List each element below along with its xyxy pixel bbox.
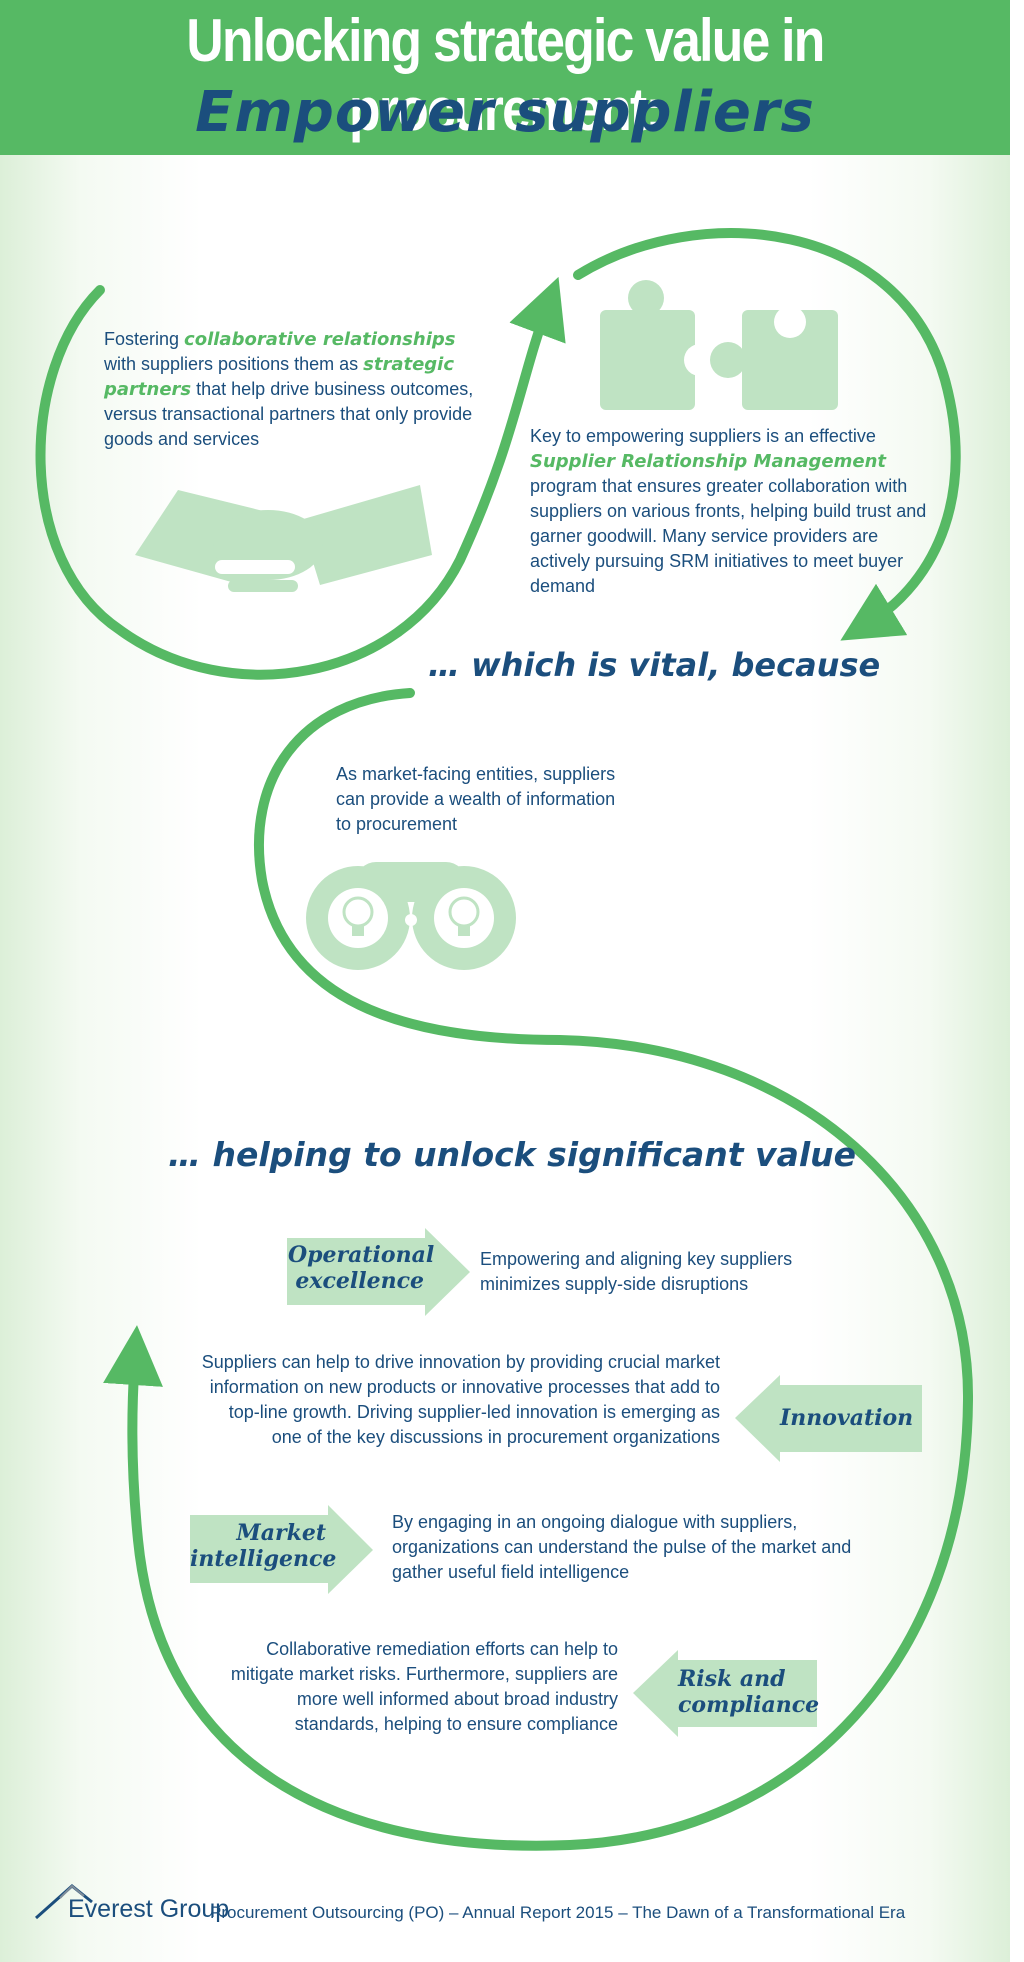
heading-vital: … which is vital, because xyxy=(428,646,881,684)
label-innovation: Innovation xyxy=(780,1405,914,1431)
market-info-text: As market-facing entities, suppliers can… xyxy=(336,764,616,834)
middle-curve xyxy=(103,688,974,1851)
highlight-strategic: strategic partners xyxy=(104,354,455,400)
report-citation: Procurement Outsourcing (PO) – Annual Re… xyxy=(210,1903,906,1922)
puzzle-icon xyxy=(600,280,838,410)
everest-logo-icon xyxy=(35,1884,93,1920)
srm-text: Key to empowering suppliers is an effect… xyxy=(530,426,927,596)
circle-arc-right xyxy=(573,228,961,641)
collaboration-text: Fostering collaborative relationships wi… xyxy=(104,329,474,449)
innovation-text: Suppliers can help to drive innovation b… xyxy=(201,1352,720,1447)
page-title: Unlocking strategic value in procurement… xyxy=(186,7,825,143)
handshake-icon xyxy=(135,485,432,592)
label-risk-compliance: Risk and compliance xyxy=(678,1666,820,1718)
highlight-srm: Supplier Relationship Management xyxy=(530,451,887,472)
label-operational-excellence: Operational excellence xyxy=(288,1242,435,1294)
circle-arc-left xyxy=(35,276,566,680)
heading-value: … helping to unlock significant value xyxy=(168,1135,857,1174)
arrow-innovation xyxy=(735,1375,922,1462)
arrow-operational xyxy=(287,1228,470,1316)
operational-text: Empowering and aligning key suppliers mi… xyxy=(480,1249,793,1294)
arrow-risk xyxy=(633,1650,817,1737)
highlight-collaborative: collaborative relationships xyxy=(184,329,456,350)
label-market-intelligence: Market intelligence xyxy=(190,1520,337,1572)
arrow-market xyxy=(190,1505,373,1594)
binoculars-icon xyxy=(306,862,516,970)
risk-text: Collaborative remediation efforts can he… xyxy=(230,1639,618,1734)
title-banner: Unlocking strategic value in procurement… xyxy=(0,0,1010,155)
market-intelligence-text: By engaging in an ongoing dialogue with … xyxy=(392,1512,852,1582)
everest-group-brand: Everest Group xyxy=(68,1895,230,1923)
page-subtitle: Empower suppliers xyxy=(195,80,815,145)
